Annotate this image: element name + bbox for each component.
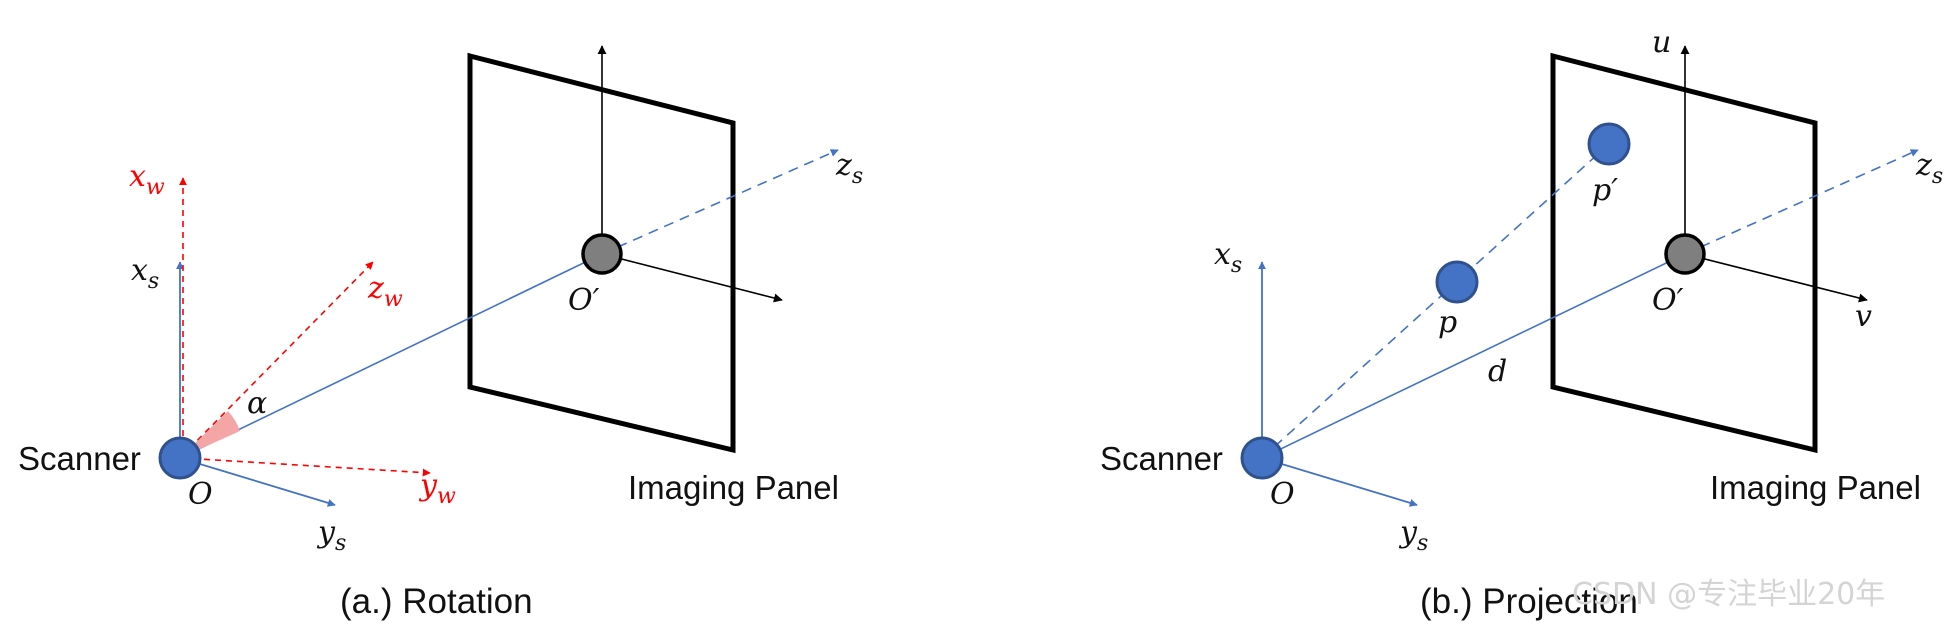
- caption-rotation: (a.) Rotation: [340, 582, 533, 621]
- xs-label: xs: [1214, 237, 1242, 278]
- imaging-panel-frame: [467, 52, 736, 454]
- imaging-panel-label: Imaging Panel: [1710, 469, 1921, 506]
- scanner-label: Scanner: [1100, 440, 1223, 477]
- caption-projection: (b.) Projection: [1420, 582, 1638, 621]
- xs-label: xs: [131, 253, 159, 294]
- zs-axis-solid: [1261, 253, 1686, 459]
- xw-label: xw: [129, 159, 165, 200]
- v-axis-label: v: [1855, 299, 1872, 334]
- center-label: O′: [1652, 283, 1684, 318]
- ys-label: ys: [1398, 515, 1428, 556]
- zw-label: zw: [367, 271, 403, 312]
- imaging-panel-label: Imaging Panel: [628, 469, 839, 506]
- scanner-node: [158, 436, 202, 480]
- distance-label: d: [1488, 354, 1507, 389]
- point-p-prime-node: [1587, 122, 1631, 166]
- panel-center-node: [581, 233, 623, 275]
- projection-ray: [1261, 143, 1610, 459]
- panel-center-node: [1664, 233, 1706, 275]
- zs-axis-solid: [179, 253, 603, 459]
- zs-axis-dashed: [601, 149, 839, 255]
- scanner-label: Scanner: [18, 440, 141, 477]
- zs-label: zs: [1915, 148, 1943, 189]
- origin-label: O: [1270, 477, 1295, 512]
- yw-label: yw: [418, 468, 456, 509]
- zs-axis-dashed: [1684, 149, 1919, 255]
- panel-v-axis: [601, 253, 783, 303]
- yw-axis: [181, 457, 431, 477]
- point-p-prime-label: p′: [1592, 173, 1618, 208]
- imaging-panel-frame: [1550, 52, 1818, 454]
- zs-label: zs: [835, 148, 863, 189]
- center-label: O′: [568, 283, 600, 318]
- ys-axis: [179, 457, 336, 507]
- panel-v-axis: [1684, 253, 1868, 303]
- u-axis-label: u: [1652, 25, 1671, 60]
- panel-b: Scanner Imaging Panel (b.) Projection O …: [1100, 25, 1943, 621]
- scanner-node: [1240, 436, 1284, 480]
- ys-label: ys: [316, 515, 346, 556]
- point-p-label: p: [1438, 305, 1457, 340]
- watermark: CSDN @专注毕业20年: [1572, 577, 1885, 612]
- zw-axis: [181, 261, 374, 457]
- panel-a: Scanner Imaging Panel (a.) Rotation O O′…: [18, 45, 863, 621]
- point-p-node: [1435, 260, 1479, 304]
- ys-axis: [1261, 457, 1418, 507]
- angle-label: α: [247, 386, 267, 421]
- origin-label: O: [188, 477, 213, 512]
